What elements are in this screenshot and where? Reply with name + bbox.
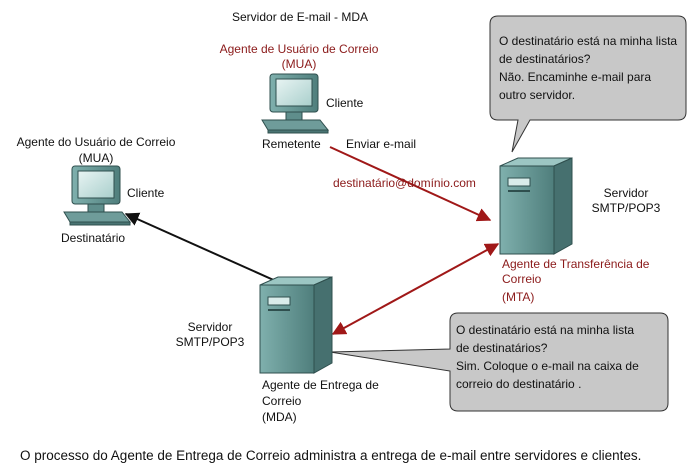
send-email-arrow — [329, 146, 492, 222]
mta-server-icon — [499, 157, 573, 255]
bubble-top-line1: O destinatário está na minha lista — [499, 34, 678, 48]
mua-left-client-label: Cliente — [127, 186, 165, 200]
mda-name-line2: Correio — [262, 394, 302, 408]
speech-bubble-top — [489, 15, 687, 153]
mta-server-line2: SMTP/POP3 — [591, 201, 661, 215]
mda-name-line1: Agente de Entrega de — [262, 378, 379, 392]
mta-mda-transfer-arrow — [331, 243, 500, 335]
bubble-bottom-line4: correio do destinatário . — [456, 377, 582, 391]
recipient-address-label: destinatário@domínio.com — [333, 176, 476, 190]
sender-computer-icon — [261, 73, 330, 134]
mda-server-line2: SMTP/POP3 — [175, 335, 245, 349]
bubble-top-line4: outro servidor. — [499, 88, 576, 102]
recipient-computer-icon — [63, 165, 132, 226]
mta-server-line1: Servidor — [603, 186, 649, 200]
mda-name-line3: (MDA) — [262, 410, 297, 424]
bubble-bottom-line2: de destinatários? — [456, 341, 548, 355]
mta-name-line3: (MTA) — [502, 290, 535, 304]
mua-top-heading-line2: (MUA) — [281, 57, 317, 71]
diagram-title: Servidor de E-mail - MDA — [232, 10, 369, 24]
bubble-bottom-line3: Sim. Coloque o e-mail na caixa de — [456, 359, 639, 373]
mda-server-line1: Servidor — [187, 320, 233, 334]
mta-name-line1: Agente de Transferência de — [502, 257, 650, 271]
diagram-caption: O processo do Agente de Entrega de Corre… — [20, 448, 642, 463]
bubble-bottom-line1: O destinatário está na minha lista — [456, 323, 635, 337]
mua-left-heading-line1: Agente do Usuário de Correio — [16, 135, 176, 149]
send-email-label: Enviar e-mail — [346, 137, 417, 151]
bubble-top-line3: Não. Encaminhe e-mail para — [499, 70, 652, 84]
mua-left-heading-line2: (MUA) — [78, 151, 114, 165]
mta-name-line2: Correio — [502, 272, 542, 286]
delivery-arrow — [124, 212, 279, 283]
mua-top-heading-line1: Agente de Usuário de Correio — [219, 42, 379, 56]
bubble-top-line2: de destinatários? — [499, 52, 591, 66]
mua-top-client-label: Cliente — [326, 96, 364, 110]
mda-server-icon — [259, 276, 333, 374]
mua-top-role-label: Remetente — [262, 137, 321, 151]
mua-left-role-label: Destinatário — [61, 231, 126, 245]
